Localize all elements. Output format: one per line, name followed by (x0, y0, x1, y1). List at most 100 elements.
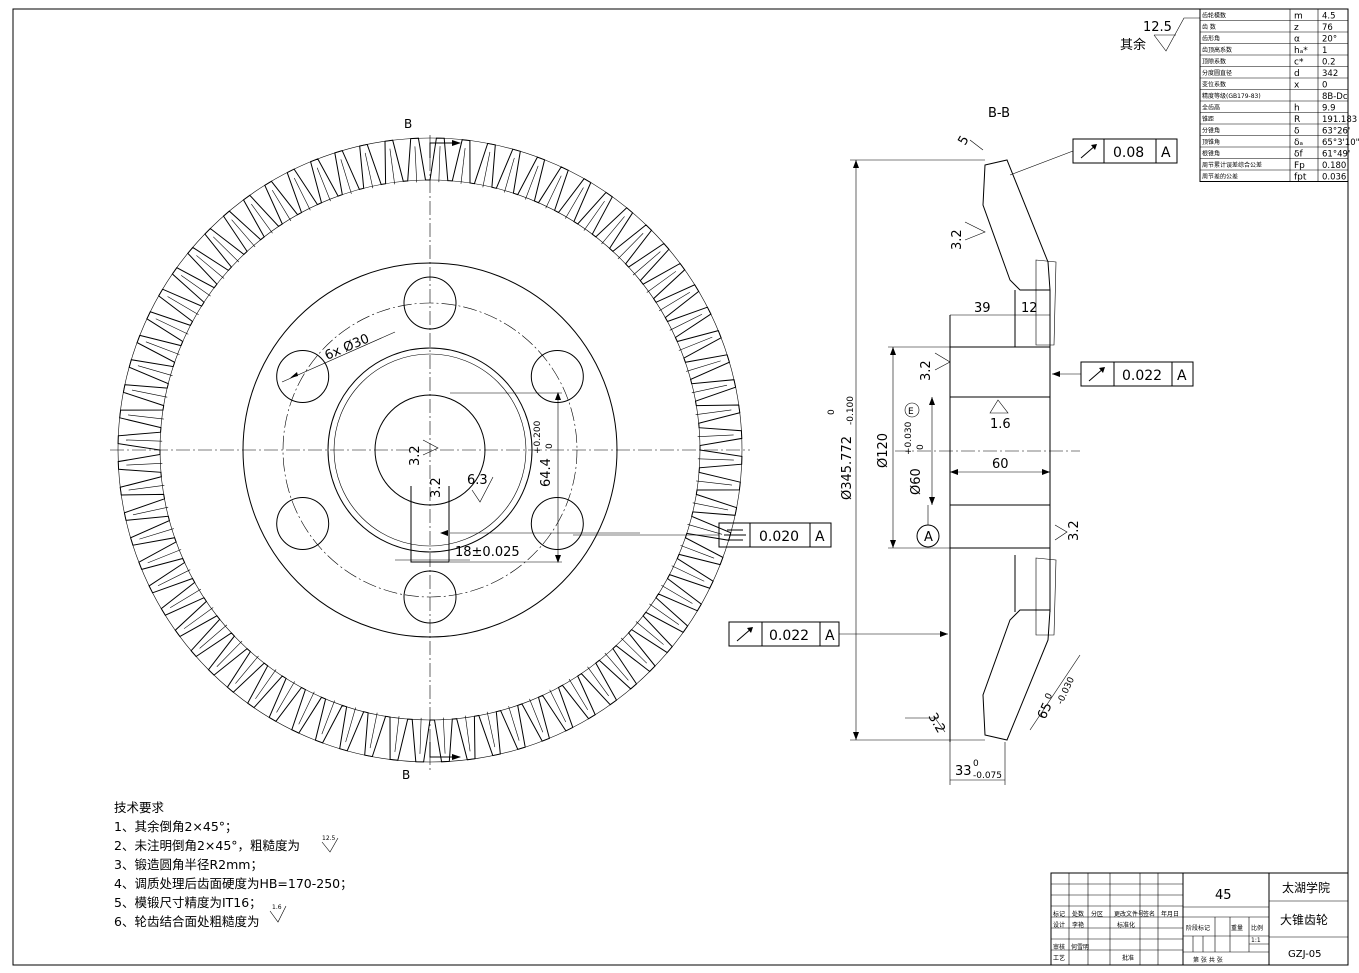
param-symbol: fpt (1294, 173, 1307, 183)
rough-section-5: 3.2 (925, 711, 948, 736)
tooth-line (298, 691, 315, 725)
tooth-line (508, 706, 520, 741)
rough-keyside: 6.3 (467, 473, 488, 488)
tooth-line (255, 669, 277, 700)
tb-school: 太湖学院 (1282, 880, 1330, 895)
param-value: 0 (1322, 81, 1327, 91)
fcf-runout-face: 0.022 A (728, 621, 840, 647)
fcf-symmetry-datum: A (815, 529, 825, 545)
note-line-3: 3、锻造圆角半径R2mm； (114, 857, 263, 872)
param-name: 分度圆直径 (1202, 69, 1232, 77)
param-symbol: δ (1294, 127, 1300, 137)
dim-outer-upper: 0 (827, 409, 837, 415)
dim-d120: Ø120 (876, 433, 891, 468)
tb-hdr-sign: 签名 (1143, 910, 1155, 918)
param-symbol: hₐ* (1294, 46, 1308, 56)
tb-scale: 1:1 (1251, 937, 1261, 944)
param-symbol: c* (1294, 58, 1304, 68)
key-depth-tol-lower: 0 (545, 443, 555, 449)
param-name: 周节累计误差综合公差 (1202, 161, 1262, 169)
tooth-line (271, 189, 292, 222)
tooth-line (132, 506, 169, 516)
tooth-line (460, 147, 466, 184)
tooth-line (216, 640, 243, 667)
tb-designer: 李艳 (1072, 921, 1084, 929)
tooth-line (486, 711, 496, 748)
param-value: 0.180 (1322, 161, 1346, 171)
tooth-line (601, 216, 625, 245)
tooth-line (442, 717, 446, 754)
tooth-line (139, 528, 174, 540)
tooth-line (321, 700, 335, 735)
param-symbol: m (1294, 12, 1303, 22)
param-value: 4.5 (1322, 12, 1336, 22)
dim-d60-upper: +0.030 (904, 421, 914, 455)
general-roughness-label: 其余 (1120, 37, 1146, 53)
note-2-roughness: 12.5 (322, 835, 336, 842)
tooth-line (504, 157, 515, 193)
param-value: 9.9 (1322, 104, 1336, 114)
tooth-line (235, 655, 259, 684)
param-value: 8B-Dc (1322, 92, 1348, 102)
param-symbol: Fp (1294, 161, 1305, 171)
dim-33-upper: 0 (973, 759, 979, 769)
section-mark-b-top: B (404, 117, 412, 131)
tb-drawing-no: GZJ-05 (1288, 949, 1322, 960)
param-symbol: α (1294, 35, 1300, 45)
dim-39: 39 (974, 301, 991, 316)
tooth-line (167, 296, 199, 315)
param-name: 齿 数 (1202, 23, 1216, 31)
param-name: 分锥角 (1202, 127, 1220, 135)
param-value: 342 (1322, 69, 1338, 79)
key-depth-tol-upper: +0.200 (533, 420, 543, 454)
key-depth-dim: 64.4 (539, 458, 554, 487)
tooth-line (369, 712, 378, 749)
tooth-line (697, 434, 734, 438)
fcf-runout-hub-datum: A (1177, 368, 1187, 384)
tooth-line (661, 585, 693, 604)
dim-33-lower: -0.075 (973, 771, 1002, 781)
tooth-line (545, 175, 562, 209)
tooth-line (394, 716, 400, 753)
param-value: 1 (1322, 46, 1327, 56)
tooth-line (183, 607, 214, 629)
dim-65-lower: -0.030 (1056, 675, 1077, 706)
param-name: 齿形角 (1202, 35, 1220, 43)
dim-65-upper: 0 (1044, 692, 1056, 702)
tooth-line (583, 200, 605, 231)
holes-dim: 6x Ø30 (323, 332, 372, 364)
tooth-line (692, 502, 729, 511)
tooth-line (549, 689, 567, 723)
tooth-line (568, 678, 589, 711)
tb-hdr-mark: 标记 (1053, 910, 1065, 918)
tooth-line (316, 167, 331, 202)
param-name: 锥距 (1202, 115, 1214, 123)
fcf-runout-top-datum: A (1161, 145, 1171, 161)
param-value: 20° (1322, 35, 1337, 45)
tb-craft: 工艺 (1053, 954, 1065, 962)
tooth-line (414, 146, 418, 183)
tooth-line (646, 271, 677, 293)
tooth-line (131, 389, 168, 398)
param-symbol: R (1294, 115, 1300, 125)
tooth-line (213, 236, 240, 263)
tooth-line (658, 291, 691, 312)
drawing-border (12, 8, 1349, 966)
dim-12: 12 (1021, 301, 1038, 316)
tooth-line (696, 480, 733, 486)
dim-65: 65 (1035, 700, 1056, 721)
tooth-line (691, 384, 728, 394)
tooth-line (137, 365, 173, 376)
tooth-line (620, 637, 647, 664)
section-view-bb: B-B 5 (573, 106, 1082, 785)
note-line-5: 5、模锻尺寸精度为IT16； (114, 895, 262, 910)
param-value: 0.2 (1322, 58, 1336, 68)
param-name: 齿顶高系数 (1202, 46, 1232, 54)
param-name: 精度等级(GB179-83) (1202, 92, 1261, 100)
param-name: 顶锥角 (1202, 138, 1220, 146)
tb-ratio: 比例 (1251, 924, 1263, 932)
param-symbol: x (1294, 81, 1300, 91)
tooth-line (293, 177, 311, 211)
fcf-symmetry: 0.020 A (718, 522, 832, 548)
